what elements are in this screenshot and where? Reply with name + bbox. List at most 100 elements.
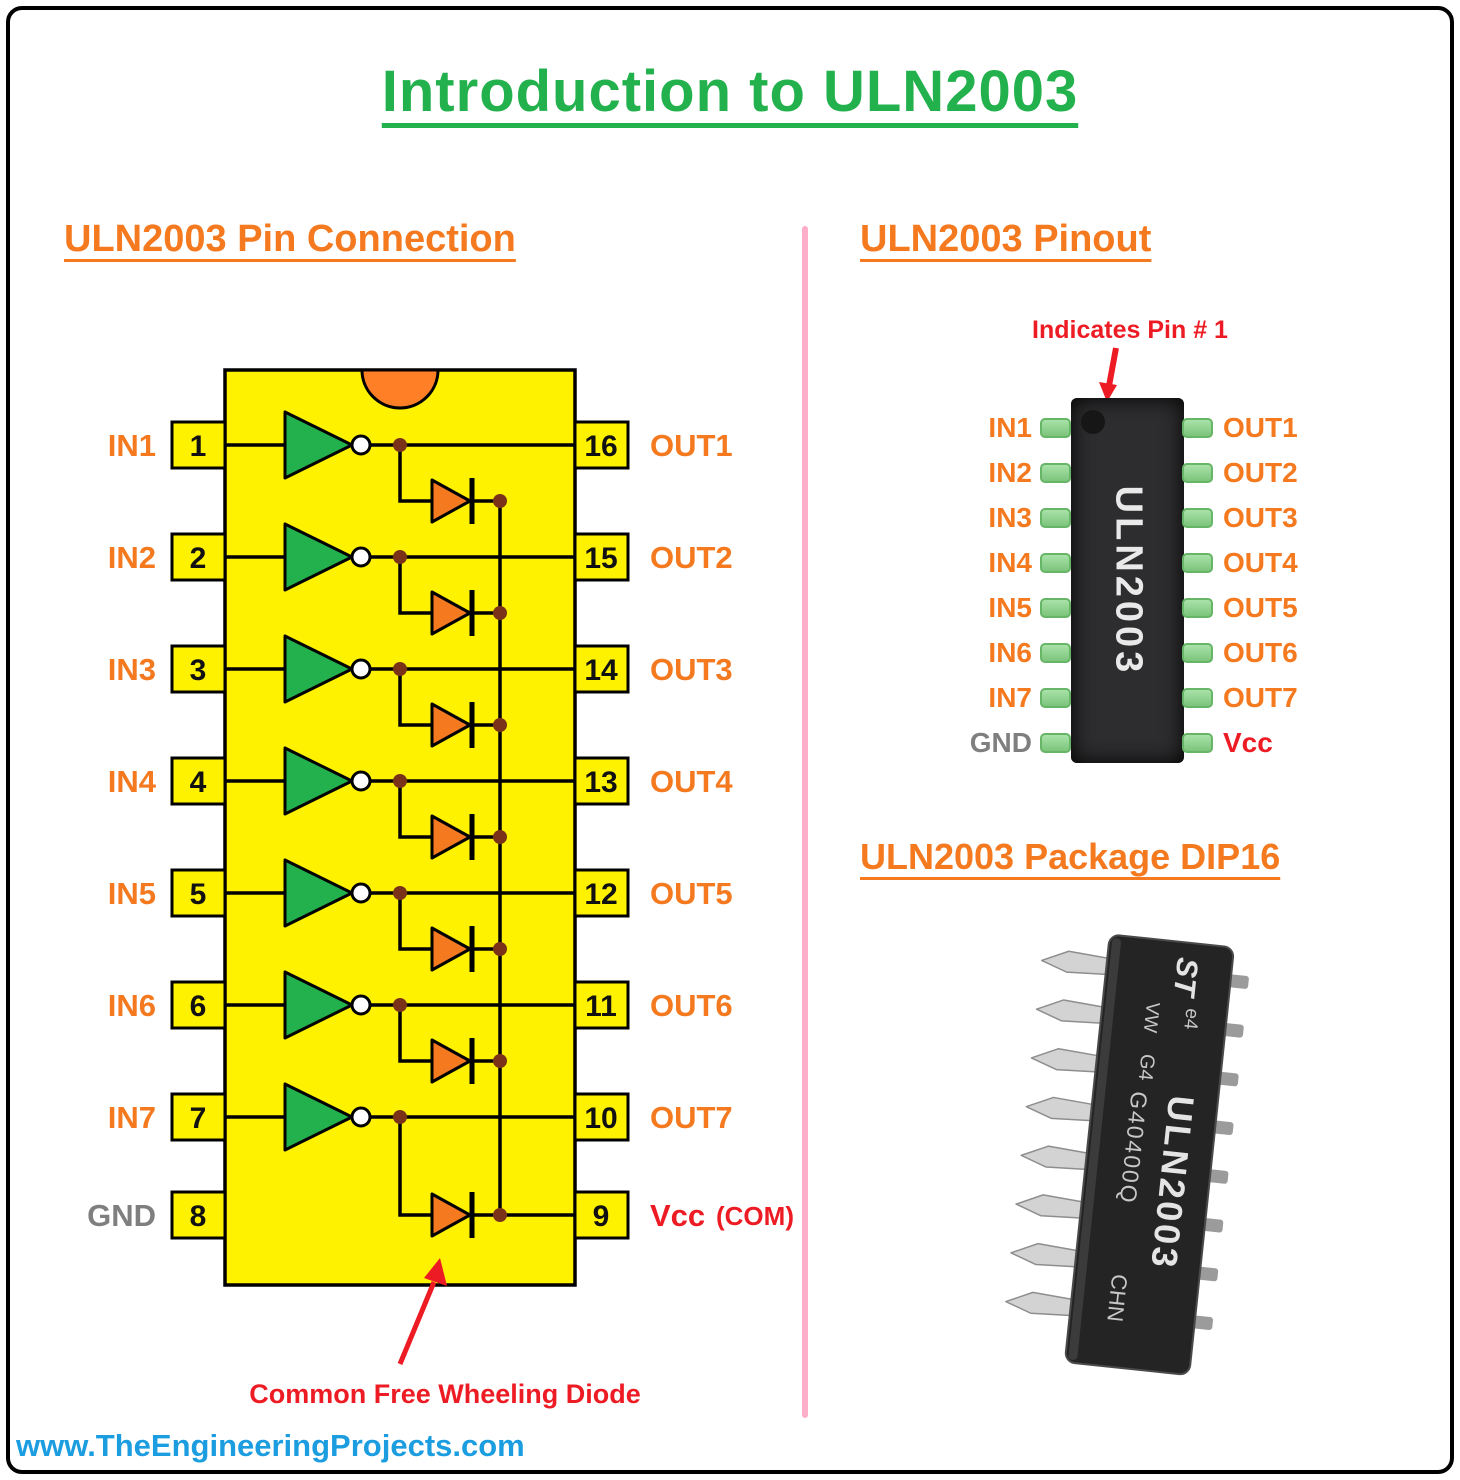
pin-connection-diagram: 1 2 3 4 5 6 7 8 16 15 14 13 12 11 10 9 I… (87, 368, 794, 1409)
pin-label-gnd: GND (87, 1198, 156, 1233)
ic-pin-icon (1040, 598, 1071, 618)
vertical-divider (802, 226, 808, 1418)
pinout-right-label: OUT6 (1223, 637, 1298, 668)
junction-dots (393, 438, 507, 1222)
pinout-left-label: IN1 (988, 412, 1032, 443)
pin-label: IN2 (108, 540, 156, 575)
pinout-left-label: IN4 (988, 547, 1032, 578)
freewheel-diodes (430, 478, 475, 1238)
pin-number: 3 (190, 654, 207, 687)
ic-pin-icon (1040, 463, 1071, 483)
pin-number: 5 (190, 878, 207, 911)
pin1-arrow-icon (1099, 347, 1119, 402)
pin-number: 15 (584, 542, 617, 575)
code-mark: VW (1139, 1001, 1163, 1034)
pin-labels: IN1 IN2 IN3 IN4 IN5 IN6 IN7 GND OUT1 OUT… (87, 428, 794, 1233)
pin-label: IN6 (108, 988, 156, 1023)
heading-pin-connection: ULN2003 Pin Connection (64, 218, 516, 260)
ic-pin-icon (1182, 688, 1213, 708)
pin-number: 9 (593, 1200, 610, 1233)
ic-pin-icon (1182, 553, 1213, 573)
pinout-row: IN1 OUT1 (940, 413, 1360, 443)
pin-number: 11 (585, 990, 617, 1023)
ic-pin-icon (1182, 598, 1213, 618)
pinout-right-label: OUT4 (1223, 547, 1298, 578)
package-photo: ST e4 VW G4 ULN2003 G40400Q CHN (1005, 934, 1249, 1376)
pin-number: 2 (190, 542, 207, 575)
pin-number: 16 (584, 430, 617, 463)
pinout-row: IN3 OUT3 (940, 503, 1360, 533)
pin-number: 4 (190, 766, 207, 799)
pin-label: OUT7 (650, 1100, 733, 1135)
ic-pin-icon (1182, 418, 1213, 438)
pinout-right-label: OUT2 (1223, 457, 1298, 488)
pin-label: IN3 (108, 652, 156, 687)
pin-label-com: (COM) (716, 1201, 794, 1231)
pinout-left-label: IN6 (988, 637, 1032, 668)
pin-label: IN1 (108, 428, 156, 463)
pinout-left-label: IN3 (988, 502, 1032, 533)
heading-package: ULN2003 Package DIP16 (860, 836, 1281, 877)
ic-pin-icon (1040, 508, 1071, 528)
pinout-row: IN2 OUT2 (940, 458, 1360, 488)
ic-pin-icon (1040, 553, 1071, 573)
ic-pin-icon (1040, 733, 1071, 753)
pin-label: OUT1 (650, 428, 733, 463)
pin-label: OUT6 (650, 988, 733, 1023)
ic-pin-icon (1182, 643, 1213, 663)
pinout-left-label: IN5 (988, 592, 1032, 623)
pin-label: OUT3 (650, 652, 733, 687)
pinout-row: IN7 OUT7 (940, 683, 1360, 713)
pinout-right-label: OUT5 (1223, 592, 1298, 623)
annotation-text: Common Free Wheeling Diode (249, 1379, 641, 1409)
pin-label: IN5 (108, 876, 156, 911)
pin-number: 7 (190, 1102, 207, 1135)
pin-number: 6 (190, 990, 207, 1023)
annotation: Common Free Wheeling Diode (249, 1258, 641, 1409)
pin-label: OUT2 (650, 540, 733, 575)
pinout-row: GND Vcc (940, 728, 1360, 758)
pinout-right-label-vcc: Vcc (1223, 727, 1273, 758)
pin-number: 10 (584, 1102, 617, 1135)
pinout-row: IN5 OUT5 (940, 593, 1360, 623)
package-edge-highlight (1068, 938, 1121, 1360)
pinout-right-label: OUT1 (1223, 412, 1298, 443)
pin-number: 1 (190, 430, 207, 463)
ic-notch-icon (360, 368, 440, 410)
pinout-left-label-gnd: GND (969, 727, 1032, 758)
pin-boxes (170, 420, 630, 1240)
ic-chip-body: ULN2003 (1071, 398, 1184, 763)
page-title: Introduction to ULN2003 (381, 59, 1079, 124)
pin1-indicator-icon (1081, 410, 1105, 434)
ic-pin-icon (1040, 688, 1071, 708)
pin-label: IN4 (108, 764, 157, 799)
pin-number: 13 (584, 766, 617, 799)
brand-mark: ST (1167, 956, 1204, 1000)
pinout-row: IN6 OUT6 (940, 638, 1360, 668)
inverter-gates (283, 410, 372, 1152)
grade-mark: G4 (1134, 1053, 1159, 1082)
website-url: www.TheEngineeringProjects.com (16, 1428, 525, 1463)
arrow-head-icon (424, 1258, 447, 1286)
pin-number: 8 (190, 1200, 207, 1233)
pin-number: 12 (584, 878, 617, 911)
pin-number: 14 (584, 654, 618, 687)
pinout-left-label: IN2 (988, 457, 1032, 488)
pinout-left-label: IN7 (988, 682, 1032, 713)
ic-pin-icon (1040, 643, 1071, 663)
pin1-note: Indicates Pin # 1 (1032, 316, 1228, 344)
pinout-right-label: OUT7 (1223, 682, 1298, 713)
ic-pin-icon (1182, 463, 1213, 483)
country-mark: CHN (1102, 1273, 1132, 1323)
ic-pin-icon (1182, 508, 1213, 528)
pinout-row: IN4 OUT4 (940, 548, 1360, 578)
pin-label: IN7 (108, 1100, 156, 1135)
ic-pin-icon (1182, 733, 1213, 753)
pinout-diagram: ULN2003 IN1 OUT1 IN2 OUT2 IN3 OUT3 IN4 O… (940, 398, 1360, 770)
ic-pin-icon (1040, 418, 1071, 438)
pin-label: OUT4 (650, 764, 733, 799)
pin-label: OUT5 (650, 876, 733, 911)
wires (225, 443, 575, 1217)
pin-numbers: 1 2 3 4 5 6 7 8 16 15 14 13 12 11 10 9 (190, 430, 618, 1233)
